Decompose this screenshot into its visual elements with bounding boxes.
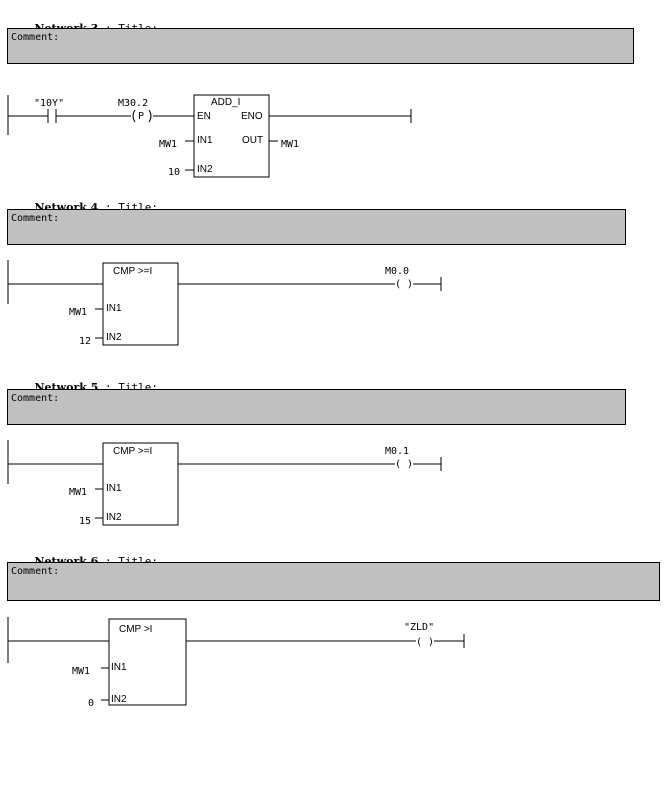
pin-in2: IN2 (111, 694, 127, 705)
comment-label: Comment: (11, 566, 60, 577)
add-i-block[interactable] (193, 94, 270, 178)
ladder-rung: CMP >I IN1 IN2 MW1 0 "ZLD" ( ) (7, 617, 465, 709)
comment-label: Comment: (11, 32, 60, 43)
contact-address: "10Y" (34, 98, 64, 109)
comment-label: Comment: (11, 393, 60, 404)
pin-in1: IN1 (106, 303, 122, 314)
cmp-ge-block[interactable] (102, 442, 179, 526)
comment-label: Comment: (11, 213, 60, 224)
comment-box[interactable]: Comment: (7, 209, 626, 245)
block-title: CMP >I (119, 624, 152, 635)
ladder-rung: "10Y" M30.2 P ADD_I EN ENO IN1 OUT IN2 M… (7, 94, 412, 178)
in1-operand: MW1 (69, 487, 87, 498)
pin-in2: IN2 (197, 164, 213, 175)
pin-in2: IN2 (106, 512, 122, 523)
comment-box[interactable]: Comment: (7, 562, 660, 601)
cmp-ge-block[interactable] (102, 262, 179, 346)
block-title: CMP >=I (113, 446, 152, 457)
pin-out: OUT (242, 135, 263, 146)
comment-box[interactable]: Comment: (7, 28, 634, 64)
comment-box[interactable]: Comment: (7, 389, 626, 425)
coil-p-address: M30.2 (118, 98, 148, 109)
pin-in1: IN1 (111, 662, 127, 673)
coil-address: M0.1 (385, 446, 409, 457)
coil-address: "ZLD" (404, 622, 434, 633)
out-operand: MW1 (281, 139, 299, 150)
cmp-gt-block[interactable] (108, 618, 187, 706)
block-title: CMP >=I (113, 266, 152, 277)
in1-operand: MW1 (159, 139, 177, 150)
in2-operand: 15 (79, 516, 91, 527)
in1-operand: MW1 (72, 666, 90, 677)
ladder-rung: CMP >=I IN1 IN2 MW1 12 M0.0 ( ) (7, 260, 442, 347)
pin-eno: ENO (241, 111, 263, 122)
in2-operand: 10 (168, 167, 180, 178)
in2-operand: 12 (79, 336, 91, 347)
coil-address: M0.0 (385, 266, 409, 277)
pin-in1: IN1 (197, 135, 213, 146)
ladder-rung: CMP >=I IN1 IN2 MW1 15 M0.1 ( ) (7, 440, 442, 527)
coil-p-symbol: P (138, 111, 144, 122)
block-title: ADD_I (211, 97, 240, 108)
coil-p-right (148, 109, 152, 123)
coil-symbol: ( ) (395, 459, 413, 470)
pin-in1: IN1 (106, 483, 122, 494)
coil-symbol: ( ) (395, 279, 413, 290)
coil-symbol: ( ) (416, 637, 434, 648)
pin-en: EN (197, 111, 211, 122)
in2-operand: 0 (88, 698, 94, 709)
coil-p-left (132, 109, 136, 123)
pin-in2: IN2 (106, 332, 122, 343)
in1-operand: MW1 (69, 307, 87, 318)
